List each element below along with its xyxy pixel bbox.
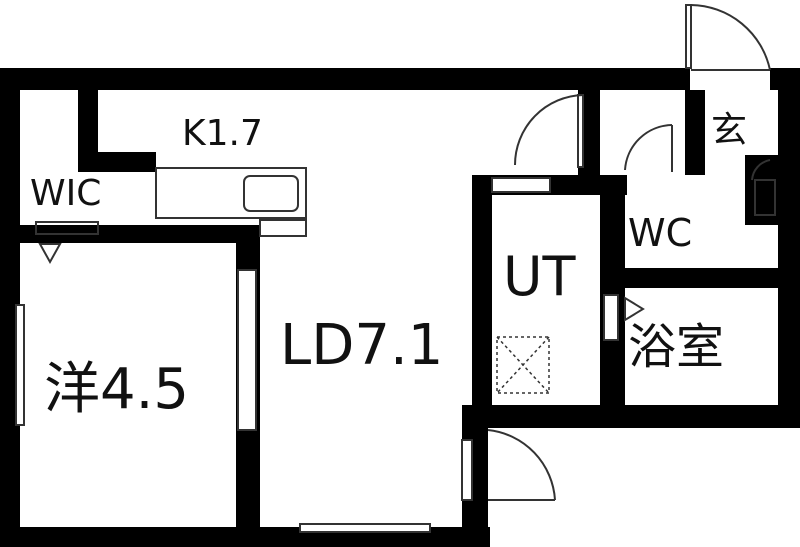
bathroom-label: 浴室 — [628, 319, 725, 375]
entrance-label: 玄 — [711, 110, 748, 151]
toilet-label: WC — [628, 211, 693, 255]
utility-label: UT — [503, 245, 576, 308]
washer-pan — [496, 336, 550, 394]
kitchen-label: K1.7 — [182, 113, 263, 154]
windows — [15, 269, 619, 533]
doors — [487, 4, 776, 501]
walk-in-closet-label: WIC — [30, 173, 102, 214]
kitchen-counter — [35, 167, 307, 237]
living-dining-label: LD7.1 — [280, 313, 444, 378]
western-room-label: 洋4.5 — [44, 357, 190, 422]
exterior-walls — [0, 68, 800, 547]
door-markers — [38, 243, 645, 322]
interior-walls — [20, 90, 778, 527]
